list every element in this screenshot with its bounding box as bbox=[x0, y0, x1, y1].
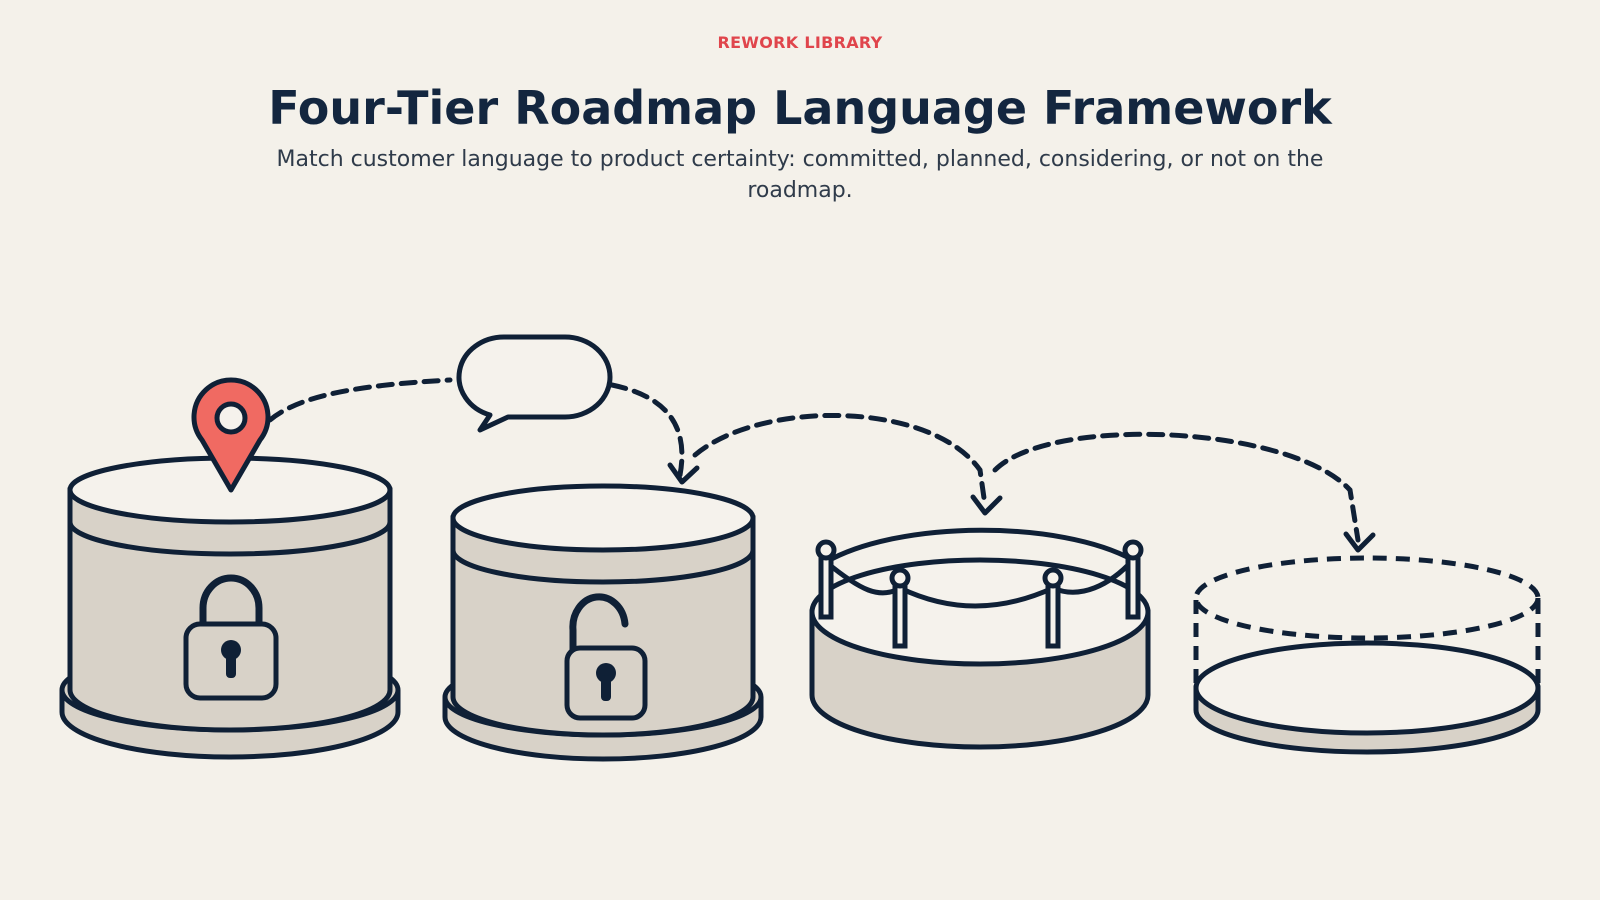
arrowhead-tier3 bbox=[970, 494, 1003, 516]
tier-not-on-roadmap bbox=[1193, 640, 1541, 755]
locked-padlock-icon bbox=[183, 574, 279, 701]
rope-barrier-icon bbox=[815, 527, 1144, 649]
tier-committed bbox=[59, 455, 401, 760]
arrow-tier3-to-tier4 bbox=[992, 431, 1361, 543]
connector-arrows bbox=[267, 377, 1361, 543]
eyebrow-label: REWORK LIBRARY bbox=[717, 33, 883, 52]
page-subtitle: Match customer language to product certa… bbox=[276, 147, 1324, 203]
arrowhead-tier2 bbox=[667, 462, 700, 485]
speech-bubble-icon bbox=[456, 334, 613, 433]
arrow-pin-to-bubble bbox=[267, 377, 453, 423]
location-pin-icon bbox=[191, 377, 271, 493]
arrow-tier2-to-tier3 bbox=[692, 412, 988, 508]
page-title: Four-Tier Roadmap Language Framework bbox=[268, 81, 1332, 135]
unlocked-padlock-icon bbox=[564, 593, 648, 721]
dashed-outline-icon bbox=[1193, 555, 1541, 688]
arrowhead-tier4 bbox=[1343, 531, 1376, 553]
arrowheads bbox=[667, 462, 1376, 553]
arrow-bubble-to-tier2 bbox=[609, 382, 685, 478]
